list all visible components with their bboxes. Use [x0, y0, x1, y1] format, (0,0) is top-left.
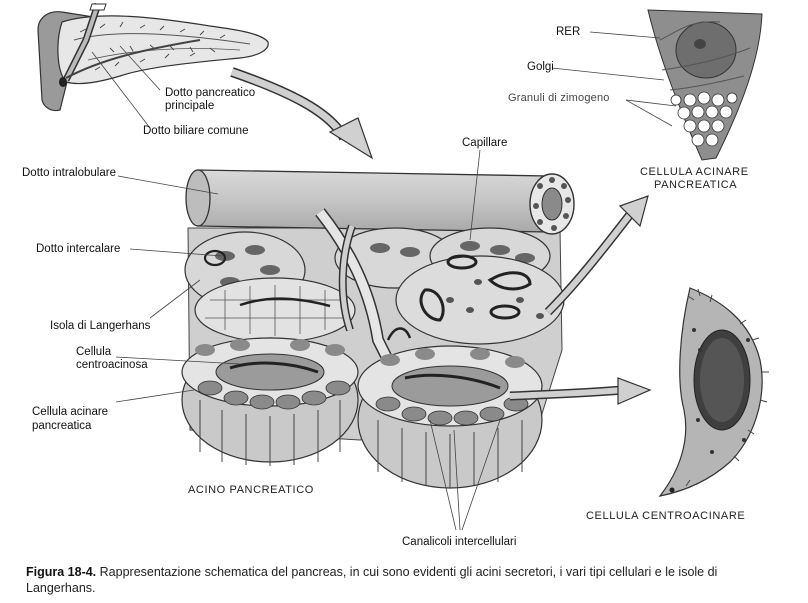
label-main-pancreatic-duct-2: principale — [165, 100, 215, 112]
zoom-arrow-acinar — [544, 195, 649, 316]
label-golgi: Golgi — [527, 61, 554, 73]
label-common-bile-duct: Dotto biliare comune — [143, 125, 249, 137]
pancreas-organ — [37, 2, 269, 112]
acinus-left — [181, 337, 359, 466]
intercalated-duct — [315, 208, 394, 363]
label-acinar-cell-inset-2: PANCREATICA — [654, 179, 738, 191]
islet-row — [194, 277, 356, 343]
figure-caption: Figura 18-4. Rappresentazione schematica… — [26, 564, 786, 596]
label-rer: RER — [556, 26, 581, 38]
acinus-right — [357, 327, 543, 489]
label-zymogen-granules: Granuli di zimogeno — [508, 92, 610, 104]
label-leaders — [115, 149, 501, 531]
label-capillary: Capillare — [462, 137, 508, 149]
label-pancreatic-acinus: ACINO PANCREATICO — [188, 484, 314, 496]
label-intralobular-duct: Dotto intralobulare — [22, 167, 116, 179]
acinar-cell-inset — [647, 9, 763, 161]
figure-number: Figura 18-4. — [26, 565, 97, 579]
label-acinar-cell-inset-1: CELLULA ACINARE — [640, 166, 749, 178]
zoom-arrow-centroacinar — [509, 377, 652, 405]
figure-caption-text: Rappresentazione schematica del pancreas… — [26, 565, 718, 595]
label-intercalated-duct: Dotto intercalare — [36, 243, 121, 255]
capillary-network — [395, 254, 565, 345]
label-acinar-cell-2: pancreatica — [32, 420, 92, 432]
label-acinar-cell-1: Cellula acinare — [32, 406, 109, 418]
label-main-pancreatic-duct-1: Dotto pancreatico — [165, 87, 256, 99]
label-centroacinar-cell-1: Cellula — [76, 346, 112, 358]
label-intercellular-canaliculi: Canalicoli intercellulari — [402, 536, 517, 548]
label-islet-of-langerhans: Isola di Langerhans — [50, 320, 151, 332]
label-centroacinar-cell-inset: CELLULA CENTROACINARE — [586, 510, 746, 522]
intralobular-duct — [185, 169, 575, 235]
zoom-arrow-organ — [230, 67, 374, 160]
centroacinar-cell-inset — [658, 287, 769, 497]
label-centroacinar-cell-2: centroacinosa — [76, 359, 148, 371]
